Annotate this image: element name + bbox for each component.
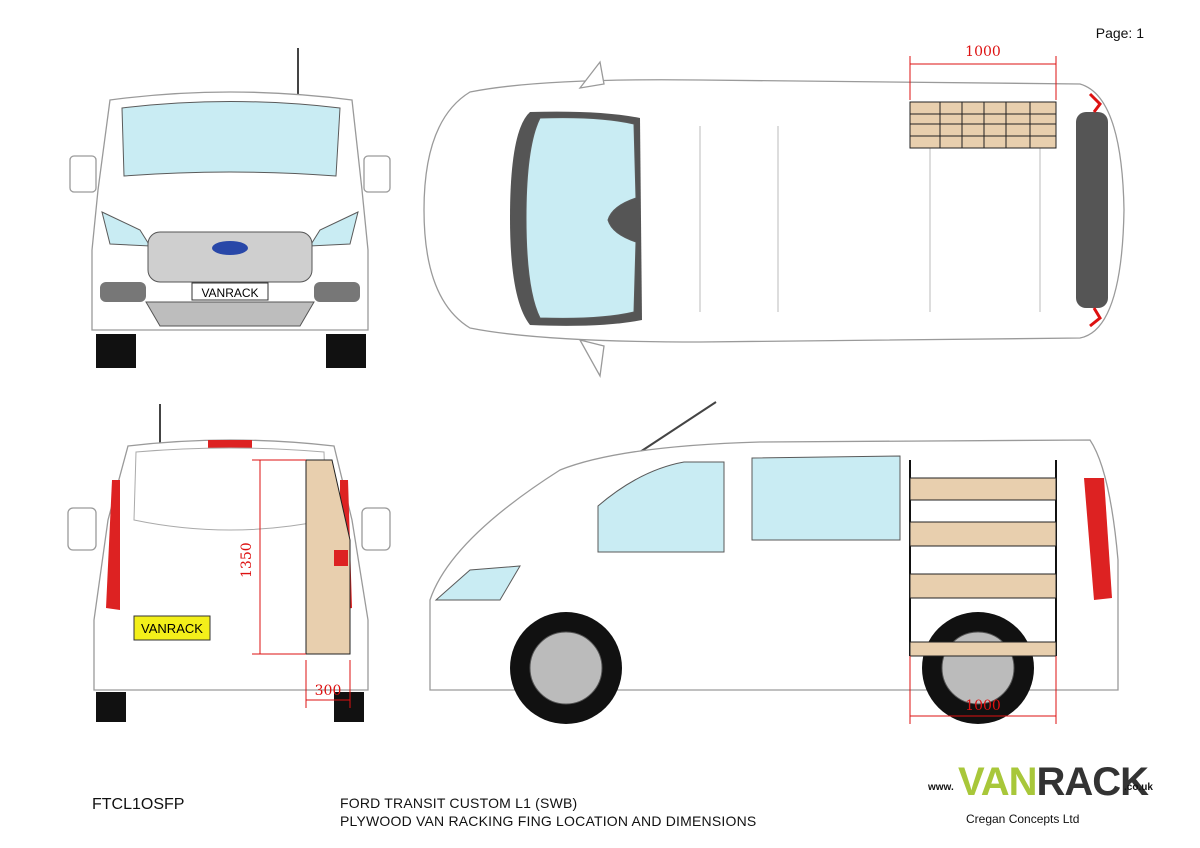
front-view: VANRACK [69, 48, 391, 368]
rear-plate-text: VANRACK [141, 621, 203, 636]
logo-domain: .co.uk [1124, 782, 1153, 793]
company-name: Cregan Concepts Ltd [966, 812, 1080, 826]
front-number-plate [191, 282, 269, 301]
side-front-window [597, 461, 725, 553]
side-headlight [434, 565, 521, 601]
drawing-title-line2: PLYWOOD VAN RACKING FING LOCATION AND DI… [340, 813, 757, 829]
front-tyre-right [326, 334, 366, 368]
top-rack [909, 101, 1057, 149]
logo-brand: VANRACK [958, 760, 1149, 805]
front-grille [147, 231, 313, 283]
front-tyre-left [96, 334, 136, 368]
rear-number-plate [133, 615, 211, 641]
top-view: 1000 [423, 44, 1125, 379]
side-view: 1000 [429, 401, 1119, 724]
side-rack [909, 460, 1057, 657]
rear-tyre-right [334, 692, 364, 722]
rear-mirror-right [361, 507, 391, 551]
top-mirror-right [578, 339, 605, 379]
rear-light-left [106, 480, 120, 610]
rear-tyre-left [96, 692, 126, 722]
page-number: Page: 1 [1095, 25, 1144, 41]
fog-light-left [100, 282, 146, 302]
side-length-label: 1000 [965, 698, 1001, 714]
rear-height-label: 1350 [239, 542, 255, 578]
vanrack-logo: www. VANRACK .co.uk Cregan Concepts Ltd [928, 760, 1160, 830]
windscreen [121, 101, 341, 177]
product-code: FTCL1OSFP [92, 796, 185, 813]
rear-brake-light [208, 440, 252, 448]
rear-depth-label: 300 [315, 683, 342, 699]
top-rear-roof [1076, 112, 1108, 308]
rear-mirror-left [67, 507, 97, 551]
rear-rack-panel [305, 459, 351, 655]
top-windscreen [525, 117, 637, 319]
front-plate-text: VANRACK [201, 286, 258, 300]
logo-brand-rack: RACK [1036, 760, 1149, 804]
side-rear-window [751, 455, 901, 541]
top-dimension-label: 1000 [965, 44, 1001, 60]
fog-light-right [314, 282, 360, 302]
front-right-mirror [363, 155, 391, 193]
logo-brand-van: VAN [958, 760, 1037, 804]
logo-www: www. [928, 782, 954, 793]
drawing-title-line1: FORD TRANSIT CUSTOM L1 (SWB) [340, 795, 578, 811]
ford-badge [212, 241, 248, 255]
rear-view: VANRACK 1350 300 [67, 404, 391, 722]
top-mirror-left [578, 60, 605, 89]
side-tail-light [1084, 478, 1112, 600]
front-left-mirror [69, 155, 97, 193]
